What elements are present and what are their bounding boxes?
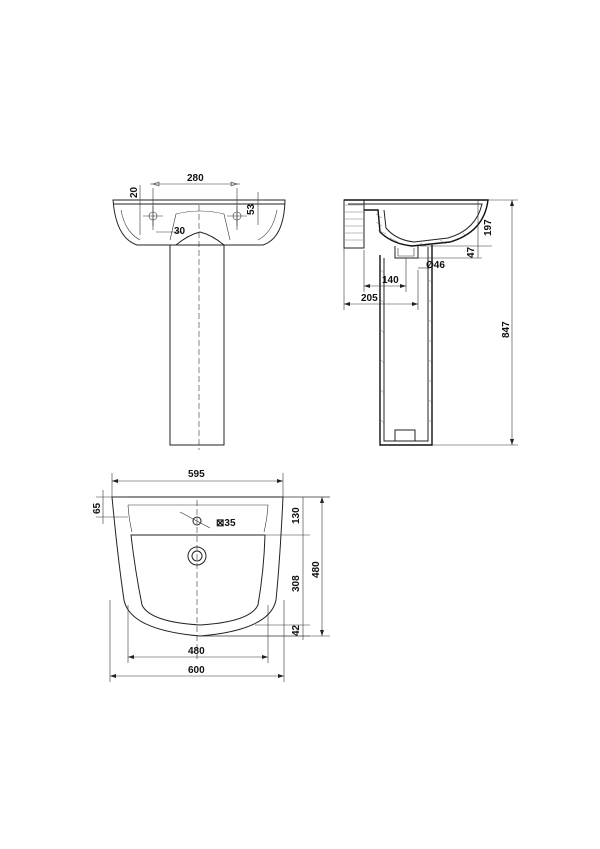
front-basin-outline xyxy=(112,199,286,246)
dim-waste-offset: 140 xyxy=(382,275,399,286)
front-pedestal xyxy=(169,244,225,446)
dim-outer-width: 595 xyxy=(188,469,205,480)
dim-total-depth: 480 xyxy=(311,561,322,578)
dim-waste-diameter: Ø46 xyxy=(426,260,445,271)
dim-rim-detail: 30 xyxy=(174,226,186,237)
dim-tap-spacing: 280 xyxy=(187,173,204,184)
side-pedestal-section xyxy=(379,245,433,446)
dim-front-rim: 42 xyxy=(291,624,302,636)
top-basin-outline xyxy=(111,496,284,637)
dim-tap-hole: ⊠35 xyxy=(216,518,236,529)
dim-overflow-height: 47 xyxy=(466,246,477,258)
dim-tap-height: 53 xyxy=(246,203,257,215)
top-bowl xyxy=(130,534,266,626)
dim-bowl-depth: 197 xyxy=(483,219,494,236)
dim-total-height: 847 xyxy=(501,321,512,338)
side-view: 847 197 47 Ø46 140 205 xyxy=(343,199,518,446)
front-view: 280 20 53 30 xyxy=(112,173,286,450)
dim-inner-width: 480 xyxy=(188,646,205,657)
dim-overall-width: 600 xyxy=(188,665,205,676)
top-view: 595 65 ⊠35 130 308 42 480 480 xyxy=(92,469,330,682)
dim-rim-to-tap: 130 xyxy=(291,507,302,524)
side-basin-section xyxy=(344,199,489,247)
dim-tap-offset: 20 xyxy=(129,186,140,198)
top-tap-hole xyxy=(179,511,211,529)
dim-front-edge: 65 xyxy=(92,502,103,514)
dim-projection: 205 xyxy=(361,293,378,304)
dim-bowl-depth-top: 308 xyxy=(291,575,302,592)
